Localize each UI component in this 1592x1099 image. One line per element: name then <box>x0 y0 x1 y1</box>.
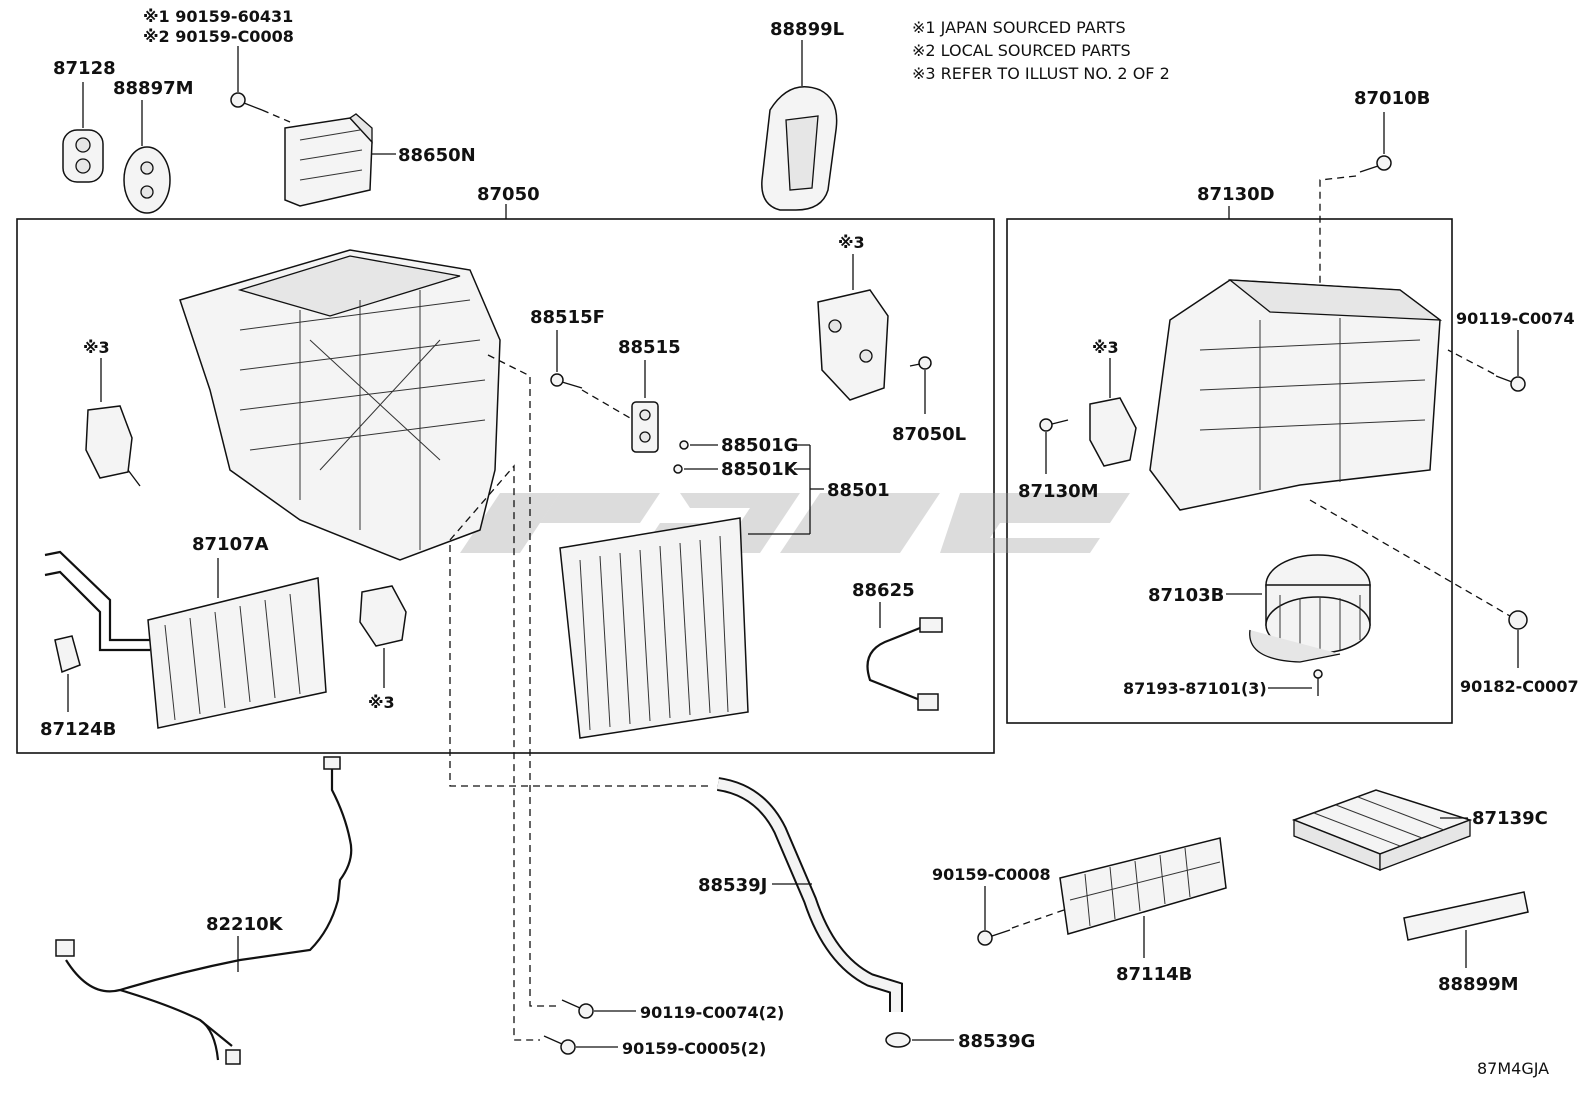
label-90119-C0074-2: 90119-C0074(2) <box>640 1003 784 1022</box>
label-88501G: 88501G <box>721 435 798 456</box>
part-87050L-screw <box>909 356 932 370</box>
label-88501K: 88501K <box>721 459 799 480</box>
label-87114B: 87114B <box>1116 964 1192 985</box>
label-bolt-japan: ※1 90159-60431 <box>143 7 293 26</box>
ref-mark-actuator-top: ※3 <box>838 233 865 252</box>
label-82210K: 82210K <box>206 914 284 935</box>
part-90119-C0074-bolt <box>1495 375 1526 392</box>
part-82210K-harness <box>55 756 353 1065</box>
illustration-code: 87M4GJA <box>1477 1059 1549 1078</box>
part-90182-C0007-clip <box>1508 610 1528 630</box>
part-87193-87101-screw <box>1313 669 1323 696</box>
part-88899L-cover <box>761 86 838 211</box>
part-88625-sensor <box>866 617 943 711</box>
part-87128-grommet <box>62 129 104 183</box>
label-87050: 87050 <box>477 184 540 205</box>
part-actuator-center <box>359 585 407 647</box>
part-88539J-drain-hose <box>716 777 903 1012</box>
note-local-sourced: ※2 LOCAL SOURCED PARTS <box>912 41 1131 60</box>
label-87103B: 87103B <box>1148 585 1224 606</box>
part-88897M-grommet <box>123 146 171 214</box>
bolt-icon <box>230 92 263 111</box>
part-90159-C0005-2-bolt <box>543 1035 576 1055</box>
part-87130D-blower-case <box>1149 279 1443 511</box>
watermark <box>460 493 1130 553</box>
label-87128: 87128 <box>53 58 116 79</box>
label-87050L: 87050L <box>892 424 966 445</box>
ref-mark-actuator-blower: ※3 <box>1092 338 1119 357</box>
label-90159-C0008: 90159-C0008 <box>932 865 1051 884</box>
part-88515-expansion-valve <box>631 401 659 453</box>
part-87124B-clip <box>54 635 81 674</box>
label-88899M: 88899M <box>1438 974 1519 995</box>
notes-block: ※1 JAPAN SOURCED PARTS ※2 LOCAL SOURCED … <box>912 18 1170 83</box>
part-actuator-blower <box>1089 397 1137 467</box>
part-88650N-module <box>284 113 373 207</box>
label-88515F: 88515F <box>530 307 605 328</box>
label-87010B: 87010B <box>1354 88 1430 109</box>
label-88897M: 88897M <box>113 78 194 99</box>
label-87139C: 87139C <box>1472 808 1548 829</box>
label-88501: 88501 <box>827 480 890 501</box>
label-90182-C0007: 90182-C0007 <box>1460 677 1579 696</box>
part-87130M-screw <box>1039 418 1069 432</box>
label-87130D: 87130D <box>1197 184 1275 205</box>
ref-mark-actuator-left: ※3 <box>83 338 110 357</box>
note-refer-illust: ※3 REFER TO ILLUST NO. 2 OF 2 <box>912 64 1170 83</box>
label-88539J: 88539J <box>698 875 767 896</box>
part-88501-evaporator <box>559 517 749 739</box>
label-90159-C0005-2: 90159-C0005(2) <box>622 1039 766 1058</box>
label-88539G: 88539G <box>958 1031 1035 1052</box>
part-88899M-cover-plate <box>1403 891 1529 941</box>
part-actuator-top <box>817 289 889 401</box>
label-87124B: 87124B <box>40 719 116 740</box>
part-87050-hvac-case <box>179 249 501 561</box>
part-87010B-screw <box>1359 155 1392 173</box>
part-87139C-cabin-filter <box>1291 789 1473 871</box>
label-88625: 88625 <box>852 580 915 601</box>
label-88899L: 88899L <box>770 19 844 40</box>
part-87114B-air-filter-frame <box>1059 837 1227 935</box>
part-87103B-blower-motor <box>1249 554 1371 663</box>
part-90159-C0008-bolt <box>977 929 1011 946</box>
label-88515: 88515 <box>618 337 681 358</box>
note-japan-sourced: ※1 JAPAN SOURCED PARTS <box>912 18 1126 37</box>
part-o-rings <box>673 440 689 474</box>
part-90119-C0074-2-bolt <box>561 999 594 1019</box>
label-90119-C0074: 90119-C0074 <box>1456 309 1575 328</box>
part-88539G-grommet <box>885 1032 911 1048</box>
label-88650N: 88650N <box>398 145 476 166</box>
part-88515F-bolt <box>550 373 583 389</box>
ref-mark-actuator-center: ※3 <box>368 693 395 712</box>
part-87107A-heater-core <box>44 550 327 729</box>
label-87107A: 87107A <box>192 534 269 555</box>
label-bolt-local: ※2 90159-C0008 <box>143 27 294 46</box>
label-87193-87101: 87193-87101(3) <box>1123 679 1267 698</box>
part-actuator-left <box>85 405 141 487</box>
label-87130M: 87130M <box>1018 481 1099 502</box>
